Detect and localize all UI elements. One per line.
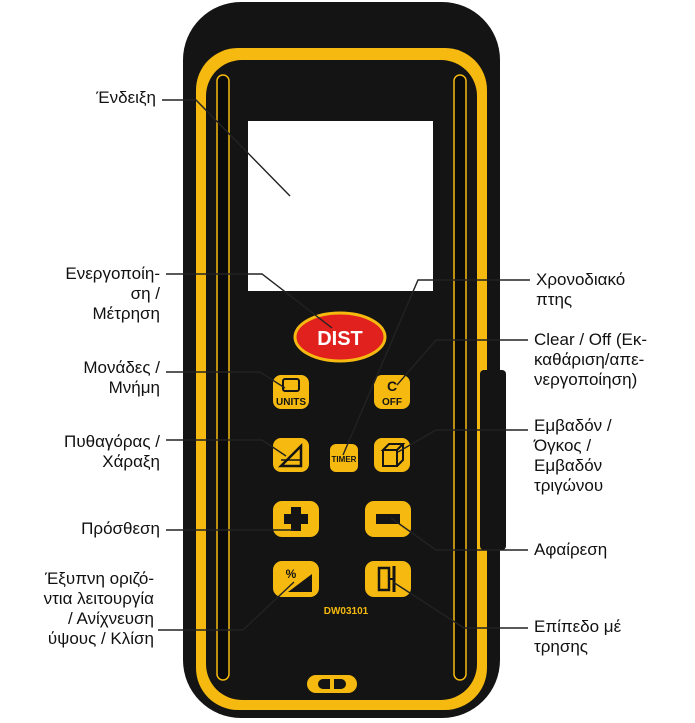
label-reference: Επίπεδο μέ τρησης (534, 617, 622, 656)
label-subtraction: Αφαίρεση (534, 540, 608, 559)
leader-area (397, 429, 528, 453)
leader-lines (158, 99, 530, 631)
units-button[interactable]: UNITS (271, 373, 311, 411)
label-pythagoras: Πυθαγόρας / Χάραξη (64, 432, 160, 471)
reference-button[interactable] (363, 559, 413, 599)
slope-icon (288, 574, 312, 592)
smart-level-button[interactable]: % (271, 559, 321, 599)
pythagoras-button[interactable] (271, 436, 311, 474)
leader-reference (392, 581, 528, 629)
minus-button[interactable] (363, 499, 413, 539)
timer-button[interactable]: TIMER (328, 442, 360, 474)
left-groove (216, 74, 230, 681)
label-clear-off: Clear / Off (Εκ- καθάριση/απε- νεργοποίη… (534, 330, 648, 389)
leader-timer (342, 279, 530, 456)
dist-label: DIST (317, 328, 363, 350)
minus-icon (376, 514, 400, 524)
left-top-tab (183, 110, 195, 140)
bottom-logo (305, 673, 359, 695)
clear-off-button[interactable]: C OFF (372, 373, 412, 411)
label-smart-level: Έξυπνη οριζό- ντια λειτουργία / Ανίχνευσ… (43, 569, 154, 648)
leader-clear (396, 339, 528, 386)
side-grip (480, 370, 506, 550)
leader-level (158, 581, 295, 631)
leader-units (166, 371, 286, 389)
right-top-tab (488, 110, 500, 140)
off-label: OFF (382, 397, 402, 408)
leader-pythagoras (166, 439, 287, 457)
display-screen (248, 121, 433, 291)
right-groove (453, 74, 467, 681)
area-volume-button[interactable] (372, 436, 412, 474)
percent-label: % (286, 567, 297, 581)
model-label: DW03101 (324, 606, 369, 617)
leader-minus (390, 517, 528, 551)
plus-button[interactable] (271, 499, 321, 539)
label-timer: Χρονοδιακό πτης (536, 270, 626, 309)
units-label: UNITS (276, 397, 306, 408)
label-addition: Πρόσθεση (81, 519, 160, 538)
c-label: C (387, 378, 397, 394)
leader-dist (166, 273, 333, 329)
triangle-icon (277, 442, 303, 468)
timer-label: TIMER (332, 455, 357, 464)
label-units-memory: Μονάδες / Μνήμη (83, 358, 160, 397)
leader-display (162, 99, 291, 197)
label-display: Ένδειξη (96, 88, 156, 107)
dist-button[interactable]: DIST (293, 311, 387, 363)
label-power-measure: Ενεργοποίη- ση / Μέτρηση (65, 264, 160, 323)
memory-icon (282, 378, 300, 392)
label-area-volume: Εμβαδόν / Όγκος / Εμβαδόν τριγώνου (534, 416, 612, 495)
